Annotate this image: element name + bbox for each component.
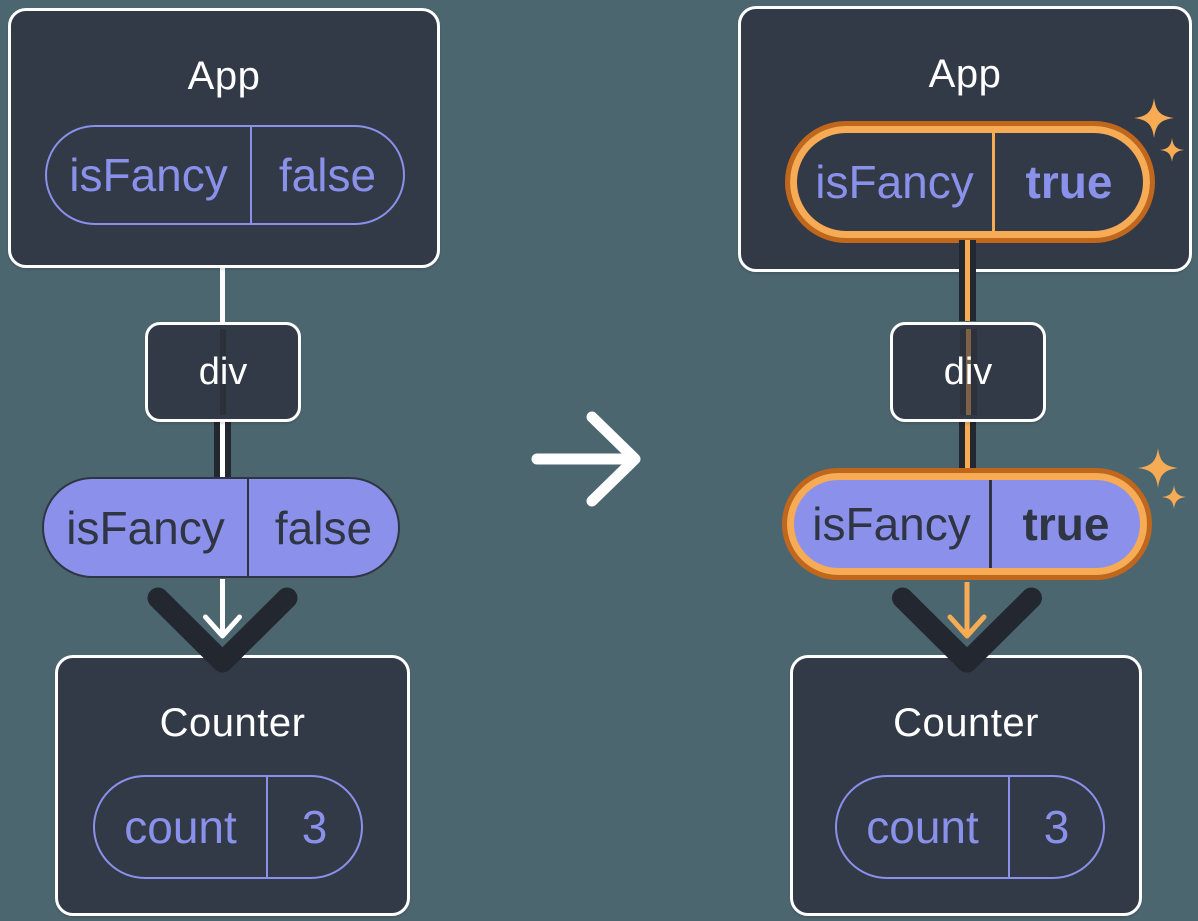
state-name: count xyxy=(837,777,1010,877)
after-arrow-core-head xyxy=(947,614,987,639)
prop-value: false xyxy=(274,501,373,554)
after-prop-pill-highlight: isFancy true xyxy=(782,468,1152,580)
state-value: 3 xyxy=(1043,801,1070,853)
before-div-through-line xyxy=(220,329,226,415)
after-div-label: div xyxy=(943,350,993,393)
prop-name: isFancy xyxy=(794,480,992,568)
before-connector-app-div xyxy=(220,266,225,324)
state-name: isFancy xyxy=(797,133,995,231)
after-app-state-pill-highlight: isFancy true xyxy=(785,121,1155,243)
after-prop-pill: isFancy true xyxy=(787,473,1147,575)
before-arrow-chevron xyxy=(147,587,298,673)
after-counter-state-pill: count 3 xyxy=(835,775,1105,879)
state-value: 3 xyxy=(301,801,328,853)
after-app-state-pill: isFancy true xyxy=(790,126,1150,238)
before-app-state-pill: isFancy false xyxy=(45,125,405,225)
after-div-through-line-dark xyxy=(959,329,977,415)
before-connector-div-pill-core xyxy=(220,420,225,479)
before-app-title: App xyxy=(187,54,261,98)
state-name: count xyxy=(95,777,268,877)
after-counter-title: Counter xyxy=(893,701,1039,745)
state-value: true xyxy=(1025,156,1113,208)
prop-name: isFancy xyxy=(44,479,249,576)
after-div-node: div xyxy=(890,322,1046,422)
after-connector-div-pill-core xyxy=(965,420,970,472)
after-arrow-chevron xyxy=(892,587,1042,673)
after-div-through-line-orange xyxy=(965,329,971,415)
before-arrow-core-head xyxy=(203,614,242,639)
before-counter-component: Counter count 3 xyxy=(55,655,410,916)
transition-right-arrow-icon xyxy=(531,411,641,507)
state-value: false xyxy=(278,149,377,201)
before-app-component: App isFancy false xyxy=(8,8,440,268)
before-div-node: div xyxy=(145,322,301,422)
after-counter-component: Counter count 3 xyxy=(790,655,1142,916)
after-app-title: App xyxy=(928,52,1002,96)
before-counter-title: Counter xyxy=(159,701,306,745)
before-prop-pill: isFancy false xyxy=(42,477,400,578)
state-name: isFancy xyxy=(47,127,252,223)
after-app-component: App isFancy true xyxy=(738,6,1192,272)
before-div-label: div xyxy=(198,350,248,393)
before-counter-state-pill: count 3 xyxy=(93,775,363,879)
prop-value: true xyxy=(1022,498,1110,550)
